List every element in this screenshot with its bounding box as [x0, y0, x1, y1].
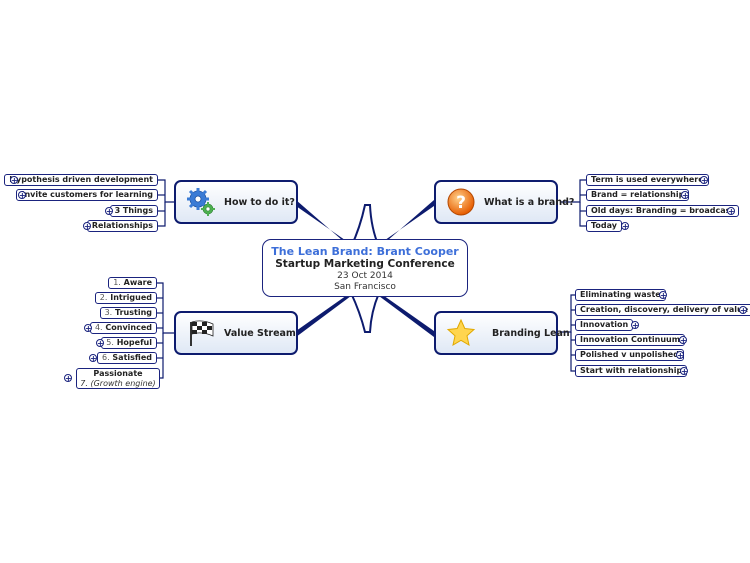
topic-branding-lean[interactable]: Branding Lean [434, 311, 570, 355]
topic-label: What is a brand? [484, 196, 575, 208]
gears-icon [187, 188, 215, 216]
central-topic-date: 23 Oct 2014 [337, 271, 393, 281]
central-topic[interactable]: The Lean Brand: Brant Cooper Startup Mar… [262, 239, 468, 297]
leaf-aware[interactable]: 1. Aware [108, 277, 157, 289]
expand-icon[interactable]: + [96, 339, 104, 348]
leaf-satisfied[interactable]: 6. Satisfied [96, 352, 157, 364]
leaf-trusting[interactable]: 3. Trusting [99, 307, 157, 319]
leaf-start-with-relationship[interactable]: Start with relationship [575, 365, 688, 377]
leaf-innovation-continuum[interactable]: Innovation Continuum [575, 334, 686, 346]
leaf-hopeful[interactable]: 5. Hopeful [101, 337, 157, 349]
expand-icon[interactable]: + [621, 222, 629, 231]
central-topic-location: San Francisco [334, 281, 396, 292]
topic-what-is-a-brand[interactable]: ? What is a brand? [434, 180, 574, 224]
expand-icon[interactable]: + [727, 207, 735, 216]
expand-icon[interactable]: + [681, 191, 689, 200]
topic-label: Value Stream [224, 327, 296, 339]
expand-icon[interactable]: + [64, 374, 72, 383]
checkered-flag-icon [190, 320, 214, 346]
expand-icon[interactable]: + [700, 176, 708, 185]
leaf-intrigued[interactable]: 2. Intrigued [94, 292, 157, 304]
leaf-innovation[interactable]: Innovation [575, 319, 634, 331]
leaf-convinced[interactable]: 4. Convinced [89, 322, 157, 334]
leaf-eliminating-waste[interactable]: Eliminating waste [575, 289, 666, 301]
topic-label: How to do it? [224, 196, 295, 208]
expand-icon[interactable]: + [631, 321, 639, 330]
expand-icon[interactable]: + [105, 207, 113, 216]
leaf-creation-discovery[interactable]: Creation, discovery, delivery of value [575, 304, 750, 316]
topic-label: Branding Lean [492, 327, 570, 339]
topic-value-stream[interactable]: Value Stream [174, 311, 298, 355]
expand-icon[interactable]: + [679, 336, 687, 345]
expand-icon[interactable]: + [739, 306, 747, 315]
central-topic-subtitle: Startup Marketing Conference [275, 258, 455, 270]
star-icon [446, 318, 476, 347]
expand-icon[interactable]: + [84, 324, 92, 333]
expand-icon[interactable]: + [18, 191, 26, 200]
expand-icon[interactable]: + [659, 291, 667, 300]
expand-icon[interactable]: + [10, 176, 18, 185]
leaf-3-things[interactable]: 3 Things [109, 205, 158, 217]
leaf-passionate[interactable]: Passionate 7. (Growth engine) [76, 368, 160, 389]
leaf-hypothesis[interactable]: Hypothesis driven development [4, 174, 158, 186]
expand-icon[interactable]: + [83, 222, 91, 231]
expand-icon[interactable]: + [676, 351, 684, 360]
leaf-today[interactable]: Today [586, 220, 622, 232]
leaf-polished[interactable]: Polished v unpolished [575, 349, 684, 361]
leaf-invite-customers[interactable]: Invite customers for learning [16, 189, 158, 201]
leaf-relationships[interactable]: Relationships [86, 220, 158, 232]
svg-text:?: ? [456, 193, 466, 213]
expand-icon[interactable]: + [680, 367, 688, 376]
leaf-term-used-everywhere[interactable]: Term is used everywhere [586, 174, 709, 186]
question-icon: ? [447, 188, 475, 216]
topic-how-to-do-it[interactable]: How to do it? [174, 180, 298, 224]
central-topic-title: The Lean Brand: Brant Cooper [271, 245, 459, 258]
leaf-brand-relationship[interactable]: Brand = relationship [586, 189, 690, 201]
expand-icon[interactable]: + [89, 354, 97, 363]
leaf-old-days[interactable]: Old days: Branding = broadcast [586, 205, 740, 217]
